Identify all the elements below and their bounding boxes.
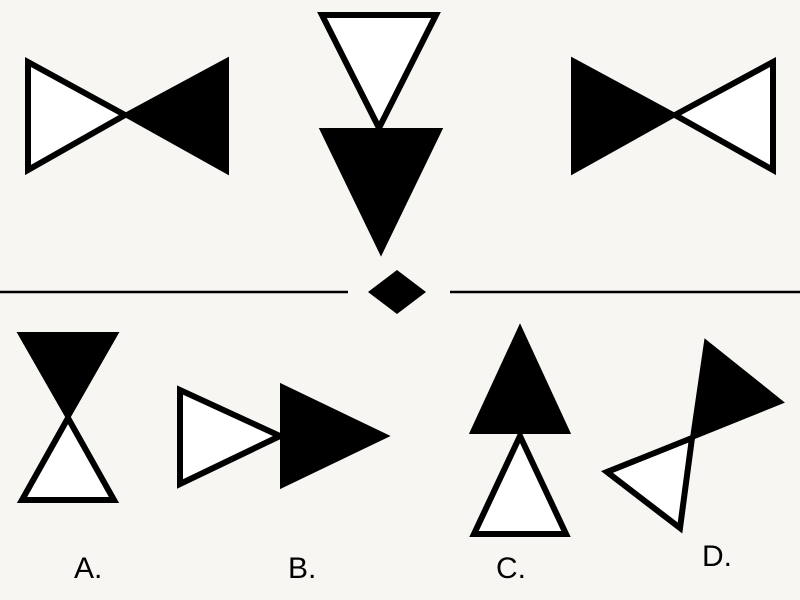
triangle-filled [16,332,120,423]
divider [0,270,800,314]
triangle-hollow [25,56,132,176]
option-a[interactable]: A. [16,332,120,585]
option-label: D. [702,540,732,573]
option-c[interactable]: C. [468,323,572,585]
triangle-hollow [16,411,120,503]
triangle-hollow [317,12,441,135]
triangle-hollow [600,433,696,534]
question-row [25,12,776,257]
triangle-hollow [177,385,288,489]
figure-1-bowtie-right-filled [25,56,229,176]
option-b[interactable]: B. [177,382,391,585]
figure-2-vertical-bottom-filled [317,12,444,257]
triangle-filled [689,338,785,442]
diamond-icon [368,270,426,314]
triangle-filled [120,56,229,176]
triangle-hollow [469,428,571,537]
option-d[interactable]: D. [600,338,785,573]
triangle-filled [318,128,444,257]
option-label: B. [288,552,316,585]
option-label: C. [496,552,526,585]
triangle-hollow [668,56,776,176]
figure-3-bowtie-left-filled [571,56,776,176]
triangle-filled [571,56,680,176]
option-label: A. [74,552,102,585]
triangle-filled [280,382,391,490]
